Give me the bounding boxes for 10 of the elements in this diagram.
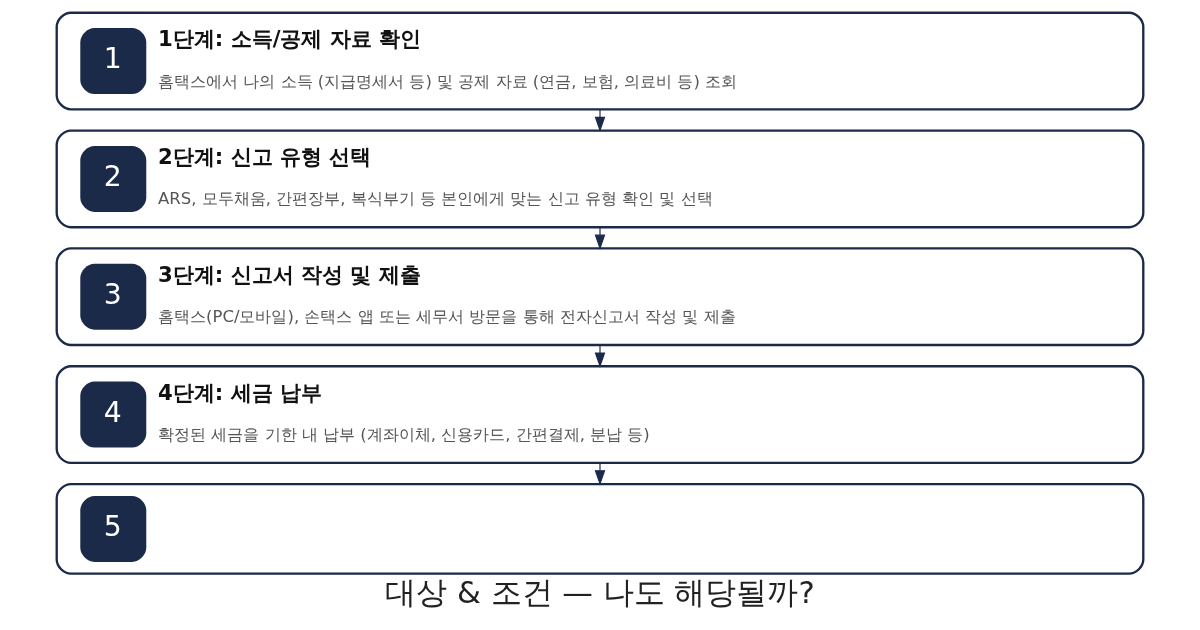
node-box: 3 3단계: 신고서 작성 및 제출 홈택스(PC/모바일), 손택스 앱 또는 세무서 방문을 통해 전자신고서 작성 및 제출 [55, 247, 1145, 347]
node-box: 4 4단계: 세금 납부 확정된 세금을 기한 내 납부 (계좌이체, 신용카드, 간편결제, 분납 등) [55, 365, 1145, 465]
arrow [594, 108, 606, 133]
arrow [594, 226, 606, 250]
caption: 대상 & 조건 — 나도 해당될까? [385, 574, 815, 610]
arrow [594, 344, 606, 368]
node-box: 2 2단계: 신고 유형 선택 ARS, 모두채움, 간편장부, 복식부기 등 본인에게 맞는 신고 유형 확인 및 선택 [55, 129, 1145, 229]
node-box: 5 [55, 482, 1145, 575]
arrow [594, 462, 606, 486]
node-box: 1 1단계: 소득/공제 자료 확인 홈택스에서 나의 소득 (지급명세서 등) 및 공제 자료 (연금, 보험, 의료비 등) 조회 [55, 11, 1145, 111]
